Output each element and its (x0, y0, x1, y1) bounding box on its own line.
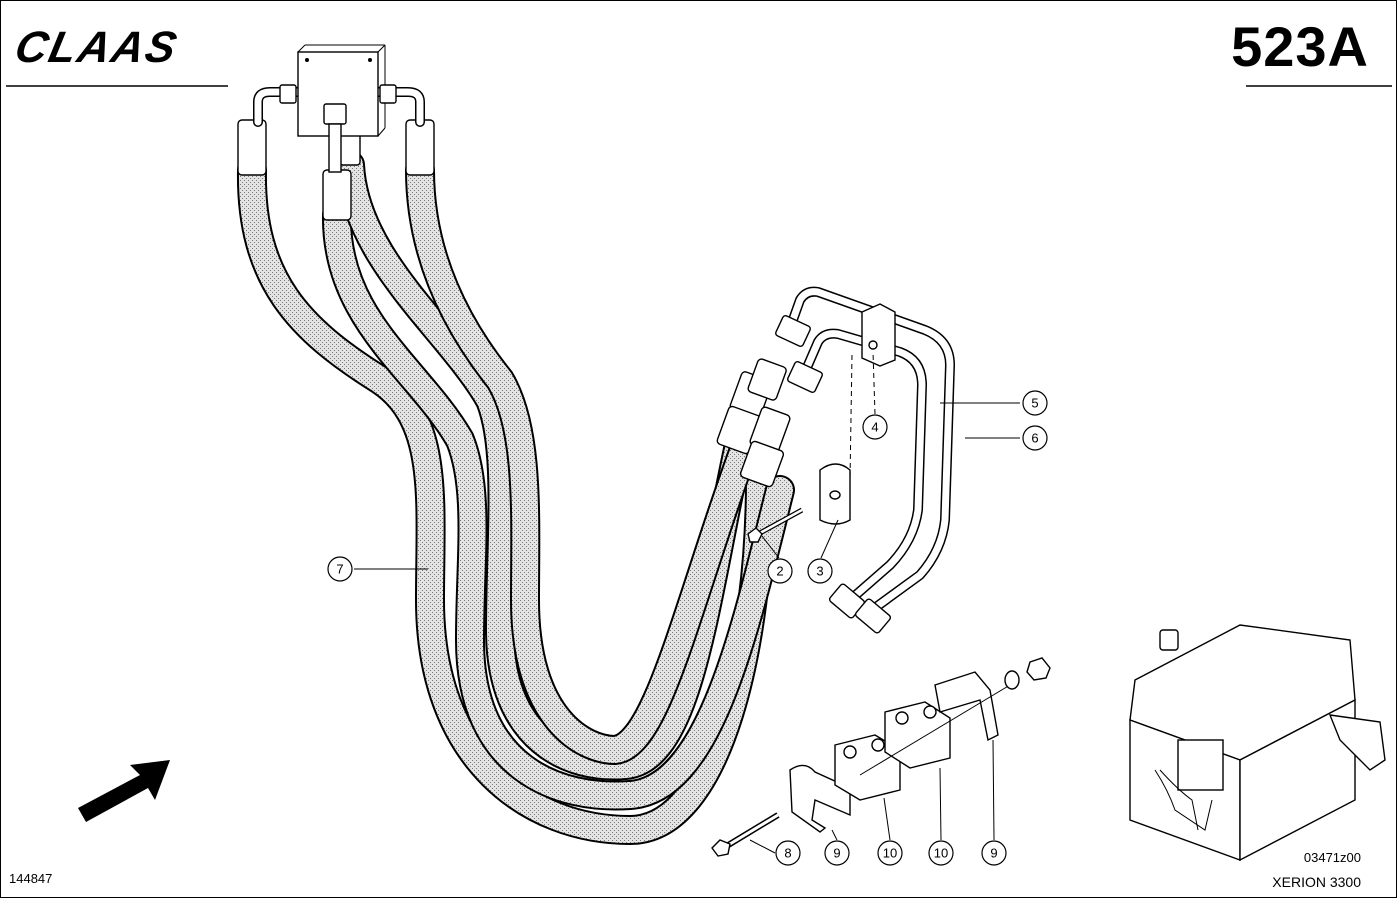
svg-text:5: 5 (1031, 396, 1038, 411)
pipe-nut-2 (787, 360, 823, 394)
callout-10a: 10 (877, 840, 903, 866)
svg-text:CLAAS: CLAAS (11, 23, 183, 71)
callout-4: 4 (862, 414, 888, 440)
hose-3 (335, 150, 755, 781)
direction-arrow-icon (78, 760, 170, 822)
upper-fitting-4 (405, 119, 435, 176)
washer (1004, 670, 1020, 690)
upper-fitting-1 (237, 119, 267, 176)
pipe-clamp-block (861, 303, 896, 367)
callout-6: 6 (1022, 425, 1048, 451)
sheet-code: 523A (1231, 15, 1369, 78)
reference-code: 03471z00 (1303, 850, 1361, 865)
pipe-nut-1 (775, 314, 811, 348)
claas-logo: CLAAS (11, 23, 183, 71)
hose-1 (236, 155, 775, 846)
svg-text:2: 2 (776, 564, 783, 579)
pipe-nut-4 (854, 598, 892, 634)
hose-4 (405, 155, 770, 766)
model-name: XERION 3300 (1272, 874, 1361, 890)
svg-text:9: 9 (833, 846, 840, 861)
svg-text:7: 7 (336, 562, 343, 577)
svg-text:6: 6 (1031, 431, 1038, 446)
svg-text:10: 10 (934, 846, 948, 861)
callout-8: 8 (775, 840, 801, 866)
bolt-8 (711, 812, 780, 857)
callout-10b: 10 (928, 840, 954, 866)
svg-text:10: 10 (883, 846, 897, 861)
callout-3: 3 (807, 558, 833, 584)
callout-2: 2 (767, 558, 793, 584)
hose-2 (321, 200, 795, 811)
nut (1026, 657, 1051, 681)
cab-thumbnail (1129, 624, 1386, 862)
hose-bundle (236, 119, 795, 846)
lower-fittings (716, 358, 791, 488)
clamp-half-9b (934, 671, 999, 742)
svg-text:8: 8 (784, 846, 791, 861)
callout-7: 7 (327, 556, 353, 582)
bolt-2 (747, 507, 804, 543)
upper-fitting-2 (322, 169, 352, 221)
svg-text:4: 4 (871, 420, 878, 435)
steel-pipe-5 (785, 286, 955, 615)
steel-pipe-6 (800, 328, 927, 605)
drawing-number: 144847 (9, 871, 53, 886)
callouts: 2 3 4 5 6 7 8 9 10 10 9 (327, 351, 1048, 866)
svg-text:3: 3 (816, 564, 823, 579)
callout-5: 5 (1022, 390, 1048, 416)
callout-9b: 9 (981, 840, 1007, 866)
valve-block (253, 44, 425, 173)
clip-3 (819, 463, 851, 525)
callout-9a: 9 (824, 840, 850, 866)
clamp-assembly (711, 657, 1051, 857)
svg-text:9: 9 (990, 846, 997, 861)
